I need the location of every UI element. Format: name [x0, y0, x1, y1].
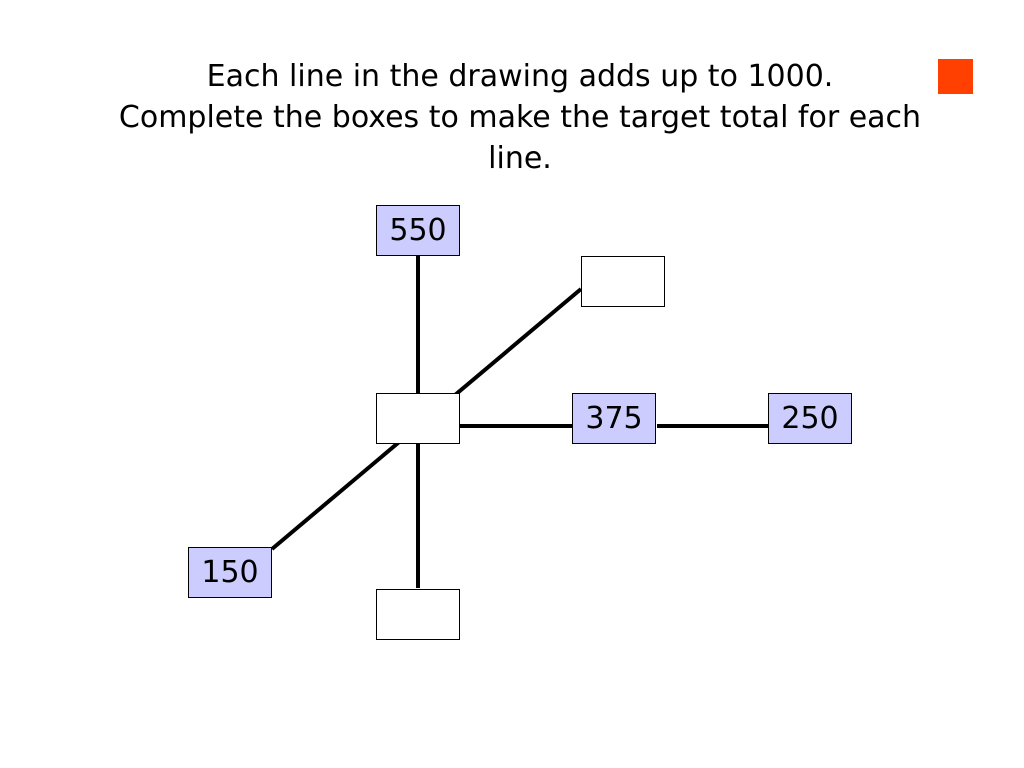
- box-top: 550: [376, 205, 460, 256]
- corner-square-marker: [938, 59, 973, 94]
- box-lower-left: 150: [188, 547, 272, 598]
- instructions-line-1: Each line in the drawing adds up to 1000…: [206, 59, 834, 94]
- box-bottom[interactable]: [376, 589, 460, 640]
- instructions-line-2: Complete the boxes to make the target to…: [118, 100, 922, 135]
- box-right-end: 250: [768, 393, 852, 444]
- box-right-middle: 375: [572, 393, 656, 444]
- box-center[interactable]: [376, 393, 460, 444]
- instructions-text: Each line in the drawing adds up to 1000…: [110, 56, 930, 179]
- instructions-line-3: line.: [488, 141, 552, 176]
- box-upper-right[interactable]: [581, 256, 665, 307]
